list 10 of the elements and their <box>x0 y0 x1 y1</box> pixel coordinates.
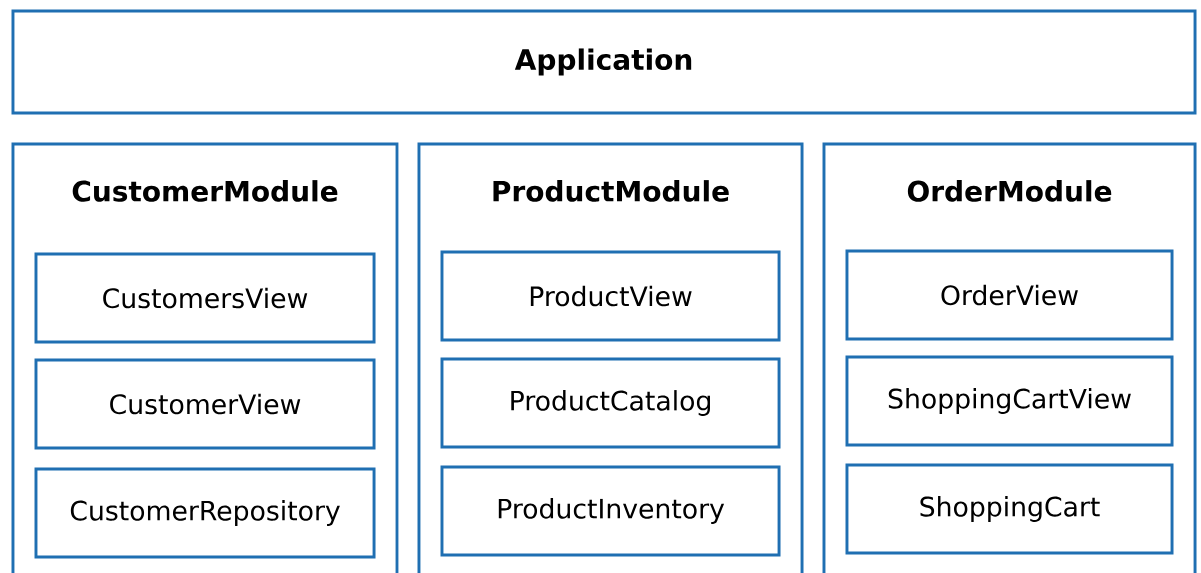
application-box: Application <box>11 9 1197 115</box>
component-box: ProductInventory <box>440 465 781 557</box>
component-box: CustomerView <box>34 358 376 450</box>
component-box: CustomerRepository <box>34 467 376 559</box>
component-box: CustomersView <box>34 252 376 344</box>
component-box: ShoppingCart <box>845 463 1174 555</box>
component-box: OrderView <box>845 249 1174 341</box>
component-box: ShoppingCartView <box>845 355 1174 447</box>
component-box: ProductView <box>440 250 781 342</box>
component-box: ProductCatalog <box>440 357 781 449</box>
